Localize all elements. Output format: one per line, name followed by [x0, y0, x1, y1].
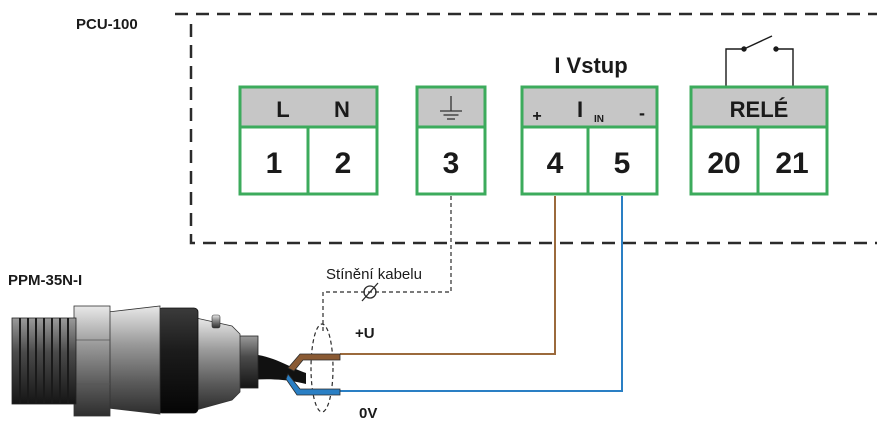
input-current-subscript: IN — [594, 114, 604, 125]
shield-label: Stínění kabelu — [326, 266, 422, 283]
relay-switch-icon — [725, 35, 794, 87]
terminal-number-20: 20 — [707, 147, 740, 180]
terminal-number-21: 21 — [775, 147, 808, 180]
shield-connection — [310, 196, 452, 413]
wire-label-zero: 0V — [359, 405, 377, 422]
terminal-number-2: 2 — [335, 147, 352, 180]
relay-label: RELÉ — [730, 97, 789, 122]
wire-positive — [340, 196, 556, 355]
device-enclosure — [175, 12, 877, 245]
input-current-symbol: I — [577, 97, 583, 122]
terminal-label-n: N — [334, 97, 350, 122]
terminal-number-4: 4 — [547, 147, 564, 180]
wire-zero — [340, 196, 623, 392]
terminal-number-1: 1 — [266, 147, 283, 180]
input-plus-sign: + — [532, 108, 541, 125]
terminal-number-3: 3 — [443, 147, 460, 180]
shield-symbol-icon — [361, 282, 379, 302]
terminal-block-power — [238, 85, 379, 196]
terminal-block-relay — [689, 85, 829, 196]
terminal-number-5: 5 — [614, 147, 631, 180]
pressure-sensor-picture — [11, 305, 341, 417]
ground-icon — [440, 96, 462, 120]
input-title: I Vstup — [554, 53, 627, 78]
terminal-block-input — [520, 85, 659, 196]
input-minus-sign: - — [639, 103, 645, 123]
wire-label-positive: +U — [355, 325, 375, 342]
terminal-label-l: L — [276, 97, 289, 122]
sensor-label: PPM-35N-I — [8, 272, 82, 289]
device-label: PCU-100 — [76, 16, 138, 33]
